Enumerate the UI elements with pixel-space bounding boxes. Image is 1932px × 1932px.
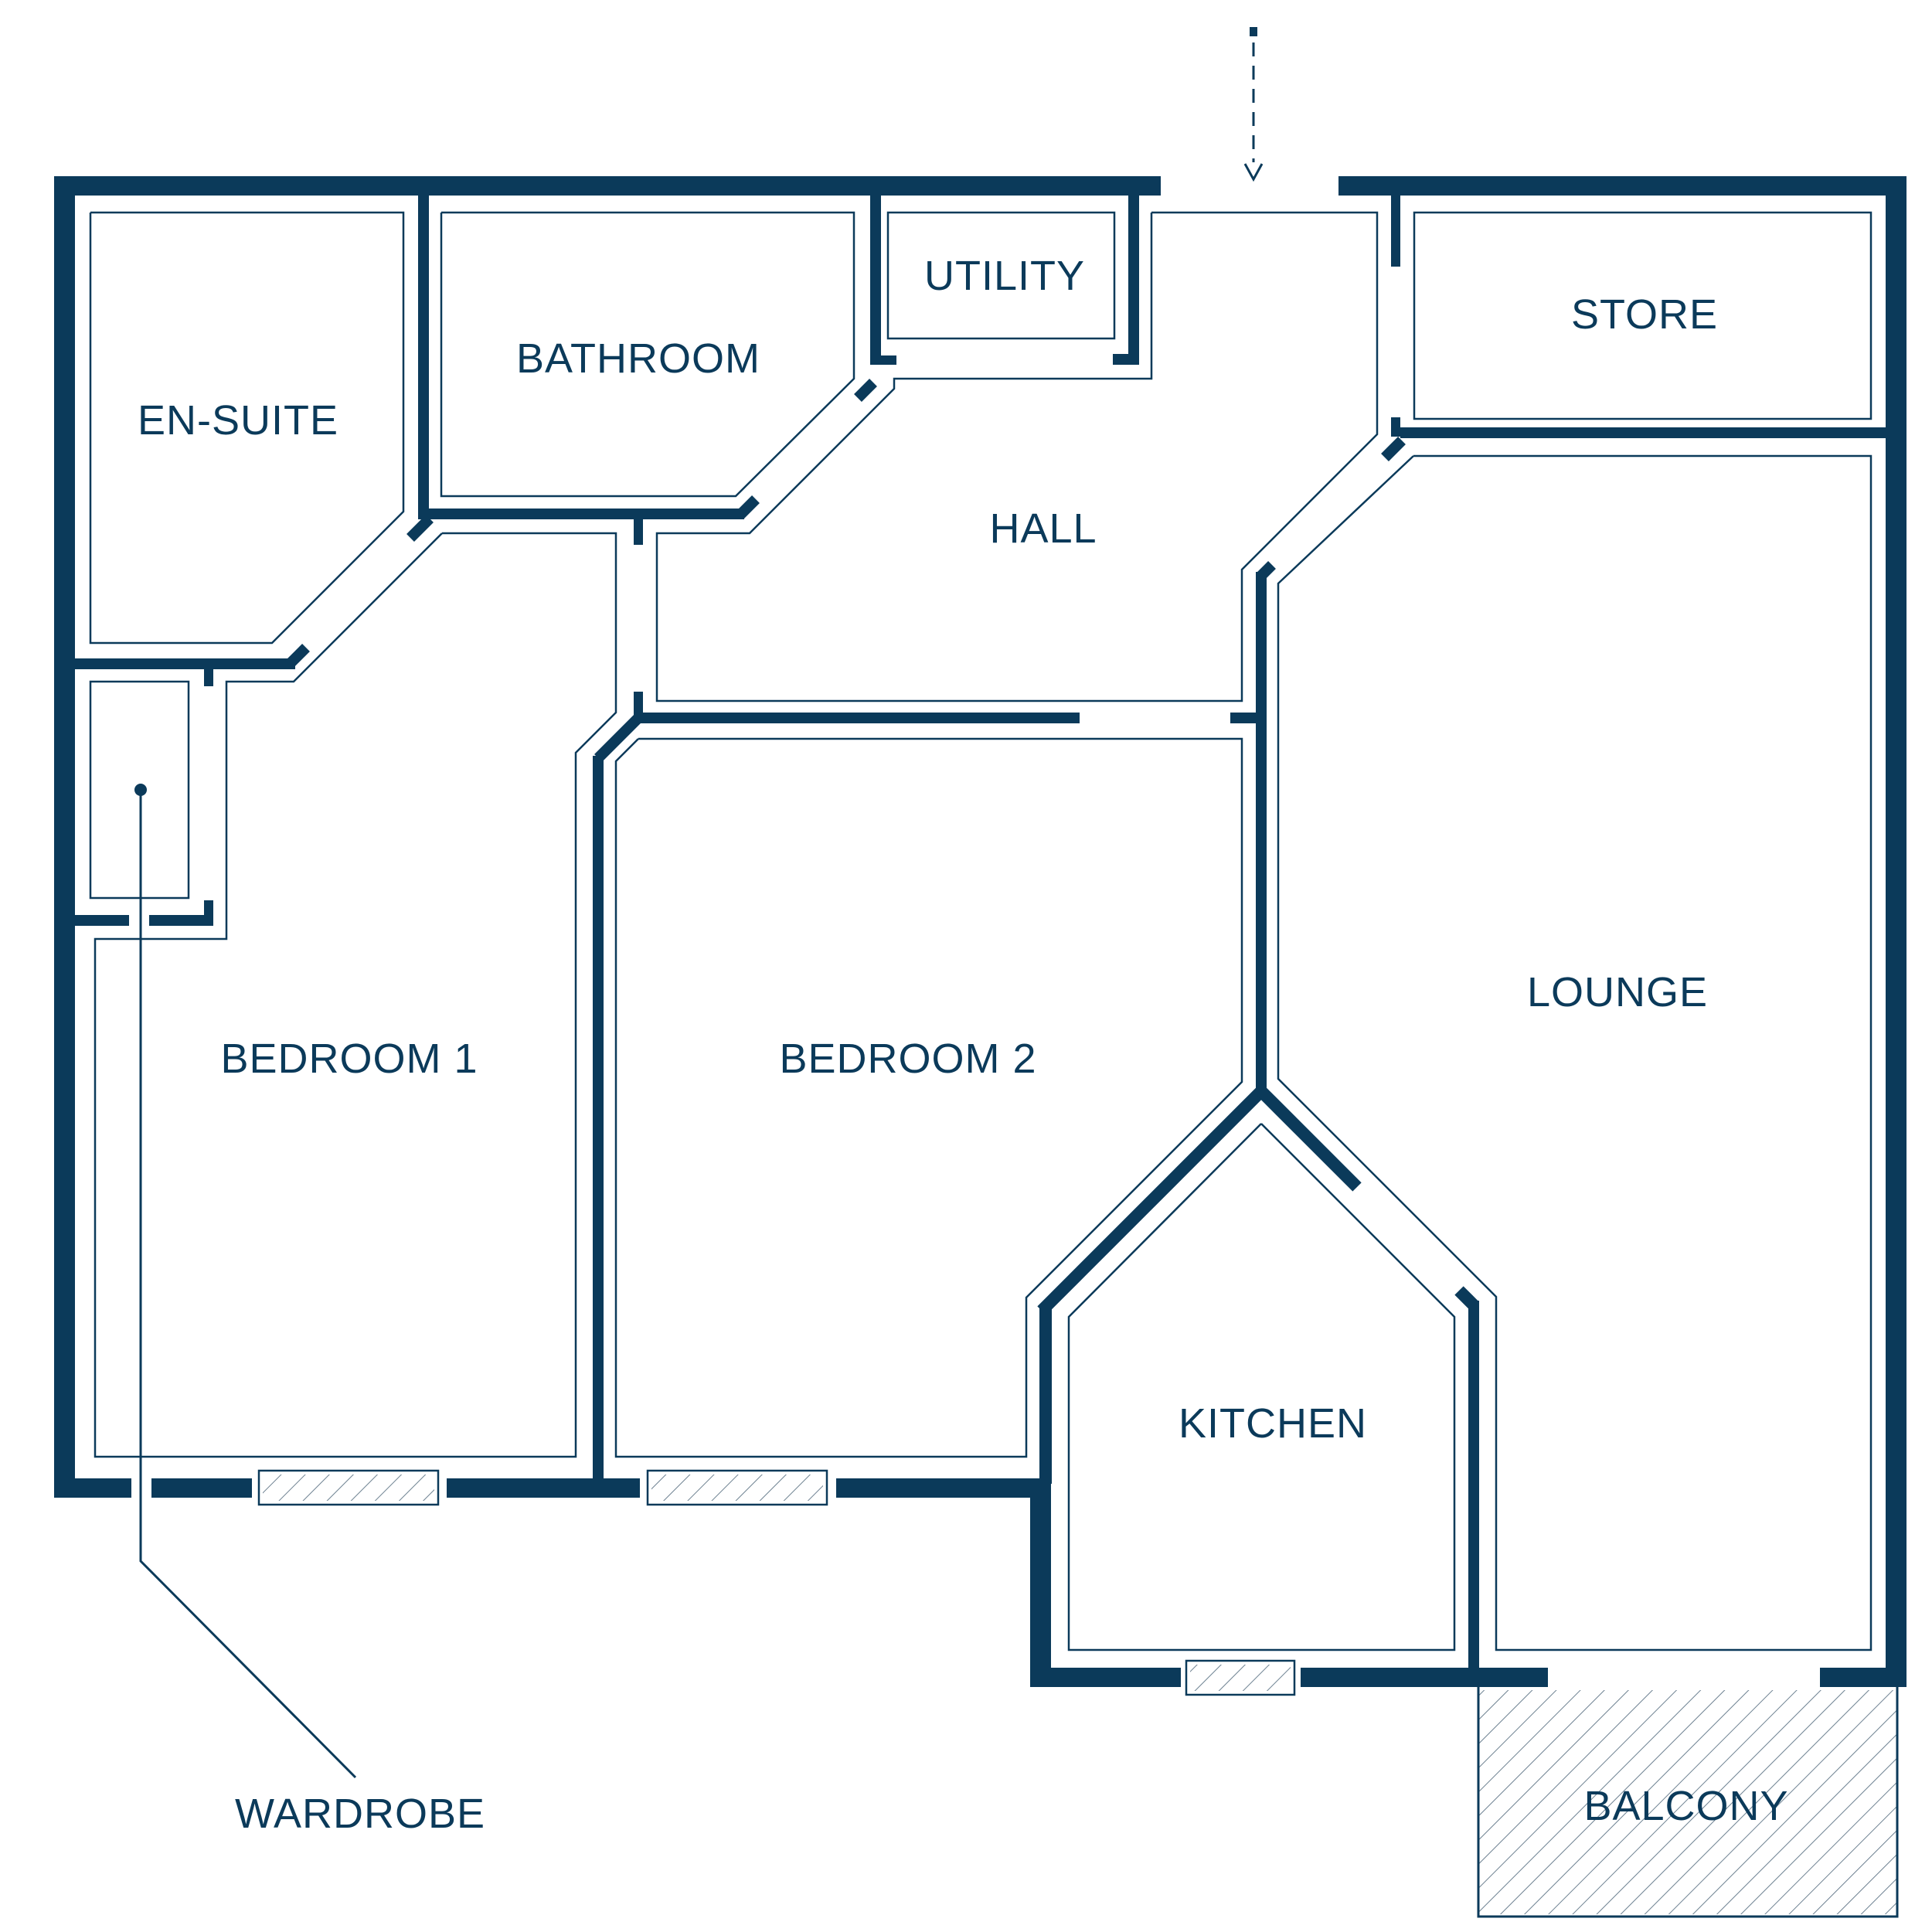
label-bedroom-1: BEDROOM 1 xyxy=(220,1036,478,1082)
wardrobe-leader xyxy=(134,784,357,1779)
label-bedroom-2: BEDROOM 2 xyxy=(779,1036,1036,1082)
label-hall: HALL xyxy=(989,505,1097,552)
dashed-arrow-down-icon xyxy=(1243,27,1264,182)
internal-walls xyxy=(75,193,1887,1679)
label-wardrobe: WARDROBE xyxy=(235,1791,485,1837)
label-kitchen: KITCHEN xyxy=(1179,1400,1367,1447)
balcony xyxy=(1477,1687,1899,1918)
room-labels: EN-SUITE BATHROOM UTILITY STORE HALL BED… xyxy=(138,253,1788,1837)
label-en-suite: EN-SUITE xyxy=(138,397,338,444)
windows xyxy=(257,1469,1296,1696)
label-lounge: LOUNGE xyxy=(1527,969,1708,1015)
label-store: STORE xyxy=(1571,291,1718,338)
outer-walls xyxy=(54,176,1906,1687)
label-balcony: BALCONY xyxy=(1583,1783,1788,1829)
label-utility: UTILITY xyxy=(924,253,1085,299)
label-bathroom: BATHROOM xyxy=(516,335,760,382)
room-outlines xyxy=(89,211,1872,1651)
